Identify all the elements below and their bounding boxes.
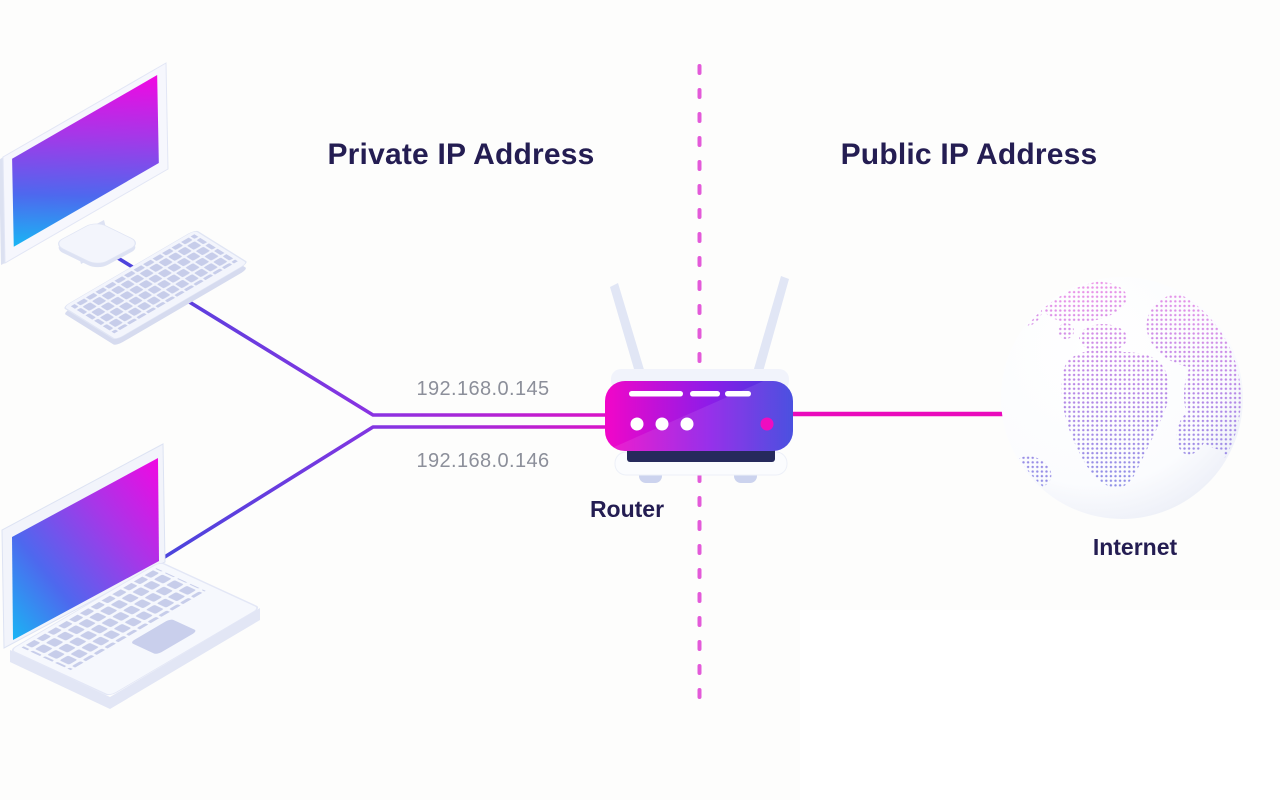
- laptop-icon: [1, 443, 260, 709]
- router-vent-slot: [629, 391, 683, 397]
- globe-continents: [1007, 281, 1241, 488]
- desktop-connection-line: [99, 245, 650, 417]
- laptop-ip-label: 192.168.0.146: [416, 450, 550, 472]
- router-antenna-right: [747, 276, 789, 393]
- monitor-screen: [12, 75, 159, 247]
- public-section-title: Public IP Address: [840, 138, 1098, 171]
- laptop-touchpad: [132, 619, 196, 654]
- laptop-body-side: [10, 608, 260, 709]
- router-label: Router: [589, 496, 665, 522]
- laptop-connection-line: [154, 425, 650, 565]
- router-vent-slot: [690, 391, 720, 397]
- monitor-stand-base: [58, 223, 136, 264]
- desktop-keyboard: [64, 230, 247, 340]
- router-antenna-left: [610, 283, 651, 393]
- internet-label: Internet: [1092, 534, 1178, 560]
- wifi-router-icon: [605, 276, 793, 483]
- monitor-edge: [0, 157, 5, 265]
- background-region: [800, 610, 1280, 800]
- router-power-led: [760, 417, 774, 431]
- internet-globe-icon: [1001, 277, 1243, 519]
- router-led: [655, 417, 669, 431]
- private-section-title: Private IP Address: [327, 138, 595, 171]
- laptop-screen: [12, 458, 159, 640]
- desktop-ip-label: 192.168.0.145: [416, 378, 550, 400]
- router-vent-slot: [725, 391, 751, 397]
- router-led: [680, 417, 694, 431]
- router-led: [630, 417, 644, 431]
- desktop-computer-icon: [0, 62, 247, 345]
- router-body: [605, 381, 793, 451]
- laptop-deck: [11, 562, 259, 696]
